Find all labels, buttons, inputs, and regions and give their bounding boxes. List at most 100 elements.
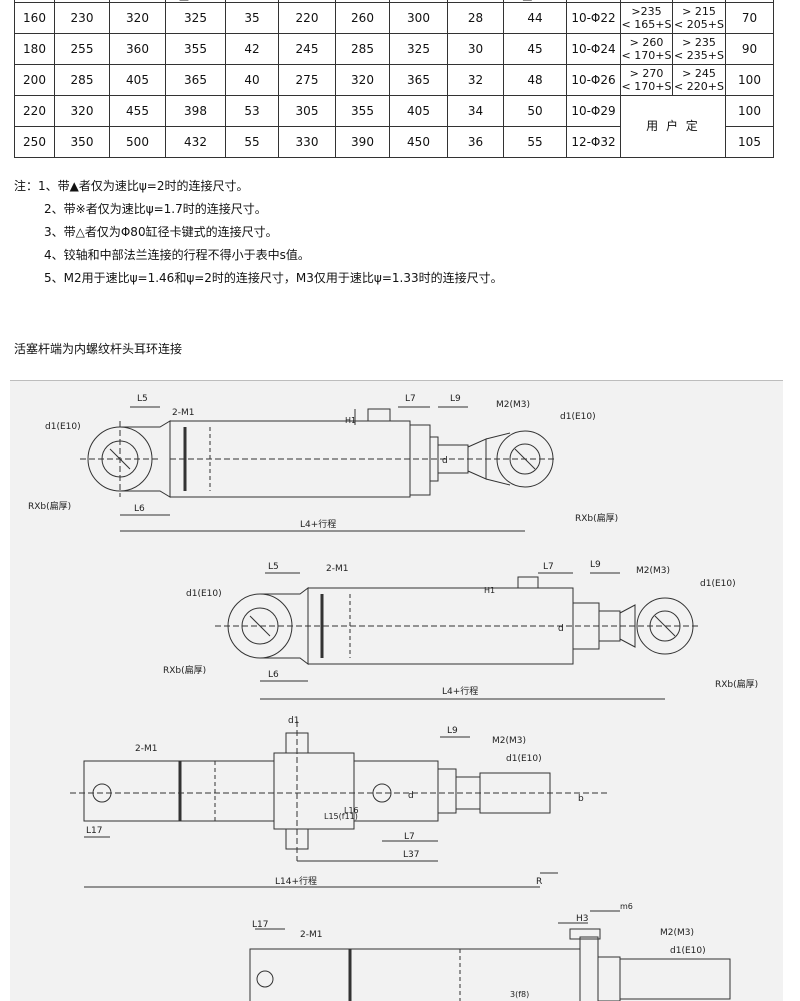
- label-2-m1-3: 2-M1: [135, 744, 157, 754]
- spec-cell-c6: 245: [278, 33, 336, 65]
- spec-cell-c5: 40: [225, 64, 279, 96]
- label-d1-e10-2: d1(E10): [186, 589, 222, 599]
- note-2: 2、带※者仅为速比ψ=1.7时的连接尺寸。: [44, 202, 267, 216]
- spec-cell-c9: 36: [447, 126, 504, 158]
- spec-cell-c1: 250: [14, 126, 55, 158]
- spec-cell-user-defined: 用 户 定: [620, 95, 726, 158]
- spec-cell-stack: > 215< 205+S: [673, 5, 725, 31]
- label-l9-3: L9: [447, 726, 458, 736]
- spec-cell-line: >235: [631, 5, 662, 18]
- spec-cell-c2: 320: [54, 95, 110, 127]
- spec-cell-c12: > 260< 170+S: [620, 33, 673, 65]
- cylinder-drawings: L5 2-M1 d1(E10) RXb(扁厚) L6 L4+行程 L7 L9 M…: [28, 394, 758, 1001]
- spec-cell-stack: < 155+S: [621, 0, 672, 2]
- spec-cell-c12: > 270< 170+S: [620, 64, 673, 96]
- note-4: 4、铰轴和中部法兰连接的行程不得小于表中s值。: [44, 248, 310, 262]
- spec-cell-c11: 10-Φ24: [566, 33, 621, 65]
- spec-cell-stack: < 195+S: [673, 0, 725, 2]
- spec-cell-stack: > 245< 220+S: [673, 67, 725, 93]
- spec-cell-stack: > 270< 170+S: [621, 67, 672, 93]
- label-d1-e10: d1(E10): [45, 422, 81, 432]
- spec-cell-c8: 325: [389, 33, 448, 65]
- label-d: d: [442, 456, 448, 466]
- label-rxb-right: RXb(扁厚): [575, 512, 618, 524]
- label-l7-2: L7: [543, 562, 554, 572]
- label-d-3: d: [408, 791, 414, 801]
- label-l6-2: L6: [268, 670, 279, 680]
- spec-table-container: ▲335▲54< 155+S< 195+S1602303203253522026…: [0, 0, 800, 172]
- spec-cell-c9: 34: [447, 95, 504, 127]
- note-1: 注：1、带▲者仅为速比ψ=2时的连接尺寸。: [14, 179, 249, 193]
- label-2-m1-4: 2-M1: [300, 930, 322, 940]
- label-l14-3: L14+行程: [275, 875, 317, 887]
- drawing-3-labels: 2-M1 d1 L9 M2(M3) d1(E10) b d L17 L15(f1…: [86, 716, 584, 887]
- label-d-2: d: [558, 624, 564, 634]
- label-rxb: RXb(扁厚): [28, 500, 71, 512]
- spec-cell-c6: 220: [278, 2, 336, 34]
- spec-cell-c5: 35: [225, 2, 279, 34]
- spec-cell-line: < 165+S: [621, 18, 672, 31]
- spec-cell-c11: 10-Φ26: [566, 64, 621, 96]
- spec-cell-c7: 285: [335, 33, 390, 65]
- label-d1-e10-4: d1(E10): [670, 946, 706, 956]
- spec-cell-c12: >235< 165+S: [620, 2, 673, 34]
- spec-cell-line: < 170+S: [621, 80, 672, 93]
- spec-cell-stack: >235< 165+S: [621, 5, 672, 31]
- drawing-1-labels: L5 2-M1 d1(E10) RXb(扁厚) L6 L4+行程 L7 L9 M…: [28, 394, 618, 530]
- spec-cell-c9: 30: [447, 33, 504, 65]
- label-d1-e10-right: d1(E10): [560, 412, 596, 422]
- note-5: 5、M2用于速比ψ=1.46和ψ=2时的连接尺寸，M3仅用于速比ψ=1.33时的…: [44, 271, 503, 285]
- spec-cell-c7: 260: [335, 2, 390, 34]
- drawing-3: [70, 721, 610, 888]
- spec-cell-line: > 235: [682, 36, 716, 49]
- spec-cell-c10: 45: [503, 33, 567, 65]
- spec-cell-c3: 405: [109, 64, 166, 96]
- spec-cell-c4: 432: [165, 126, 226, 158]
- spec-cell-c7: 390: [335, 126, 390, 158]
- spec-cell-line: < 170+S: [621, 49, 672, 62]
- spec-cell-c8: 450: [389, 126, 448, 158]
- label-2-m1-2: 2-M1: [326, 564, 348, 574]
- spec-cell-c3: 360: [109, 33, 166, 65]
- spec-cell-c13: > 245< 220+S: [672, 64, 726, 96]
- label-h3-4: H3: [576, 914, 589, 924]
- label-h1: H1: [345, 416, 356, 425]
- spec-cell-c9: 28: [447, 2, 504, 34]
- label-rxb-2: RXb(扁厚): [163, 664, 206, 676]
- spec-cell-c14: 90: [725, 33, 774, 65]
- label-d1-e10-2r: d1(E10): [700, 579, 736, 589]
- label-l15-3: L15(f11): [324, 812, 358, 821]
- spec-cell-c5: 53: [225, 95, 279, 127]
- spec-cell-c10: 50: [503, 95, 567, 127]
- label-l37-3: L37: [403, 850, 419, 860]
- spec-cell-c6: 305: [278, 95, 336, 127]
- label-2-m1: 2-M1: [172, 408, 194, 418]
- label-l16-3: L16: [344, 806, 359, 815]
- spec-cell-c7: 355: [335, 95, 390, 127]
- spec-cell-c4: 355: [165, 33, 226, 65]
- label-m2m3: M2(M3): [496, 400, 530, 410]
- label-r-3: R: [536, 877, 542, 887]
- label-d1-3: d1: [288, 716, 299, 726]
- spec-cell-c14: 100: [725, 95, 774, 127]
- spec-cell-c10: 48: [503, 64, 567, 96]
- spec-cell-c10: 44: [503, 2, 567, 34]
- spec-cell-c8: 405: [389, 95, 448, 127]
- spec-cell-c3: 500: [109, 126, 166, 158]
- spec-cell-line: > 245: [682, 67, 716, 80]
- spec-cell-c11: 10-Φ29: [566, 95, 621, 127]
- spec-cell-c1: 160: [14, 2, 55, 34]
- drawing-panel: L5 2-M1 d1(E10) RXb(扁厚) L6 L4+行程 L7 L9 M…: [10, 380, 783, 1001]
- section-title: 活塞杆端为内螺纹杆头耳环连接: [14, 342, 183, 356]
- note-3: 3、带△者仅为Φ80缸径卡键式的连接尺寸。: [44, 225, 278, 239]
- spec-cell-line: < 220+S: [674, 80, 724, 93]
- label-h1-2: H1: [484, 586, 495, 595]
- spec-cell-stack: > 235< 235+S: [673, 36, 725, 62]
- spec-cell-c4: 365: [165, 64, 226, 96]
- spec-cell-c13: > 215< 205+S: [672, 2, 726, 34]
- spec-cell-c8: 300: [389, 2, 448, 34]
- spec-cell-c7: 320: [335, 64, 390, 96]
- spec-cell-c1: 200: [14, 64, 55, 96]
